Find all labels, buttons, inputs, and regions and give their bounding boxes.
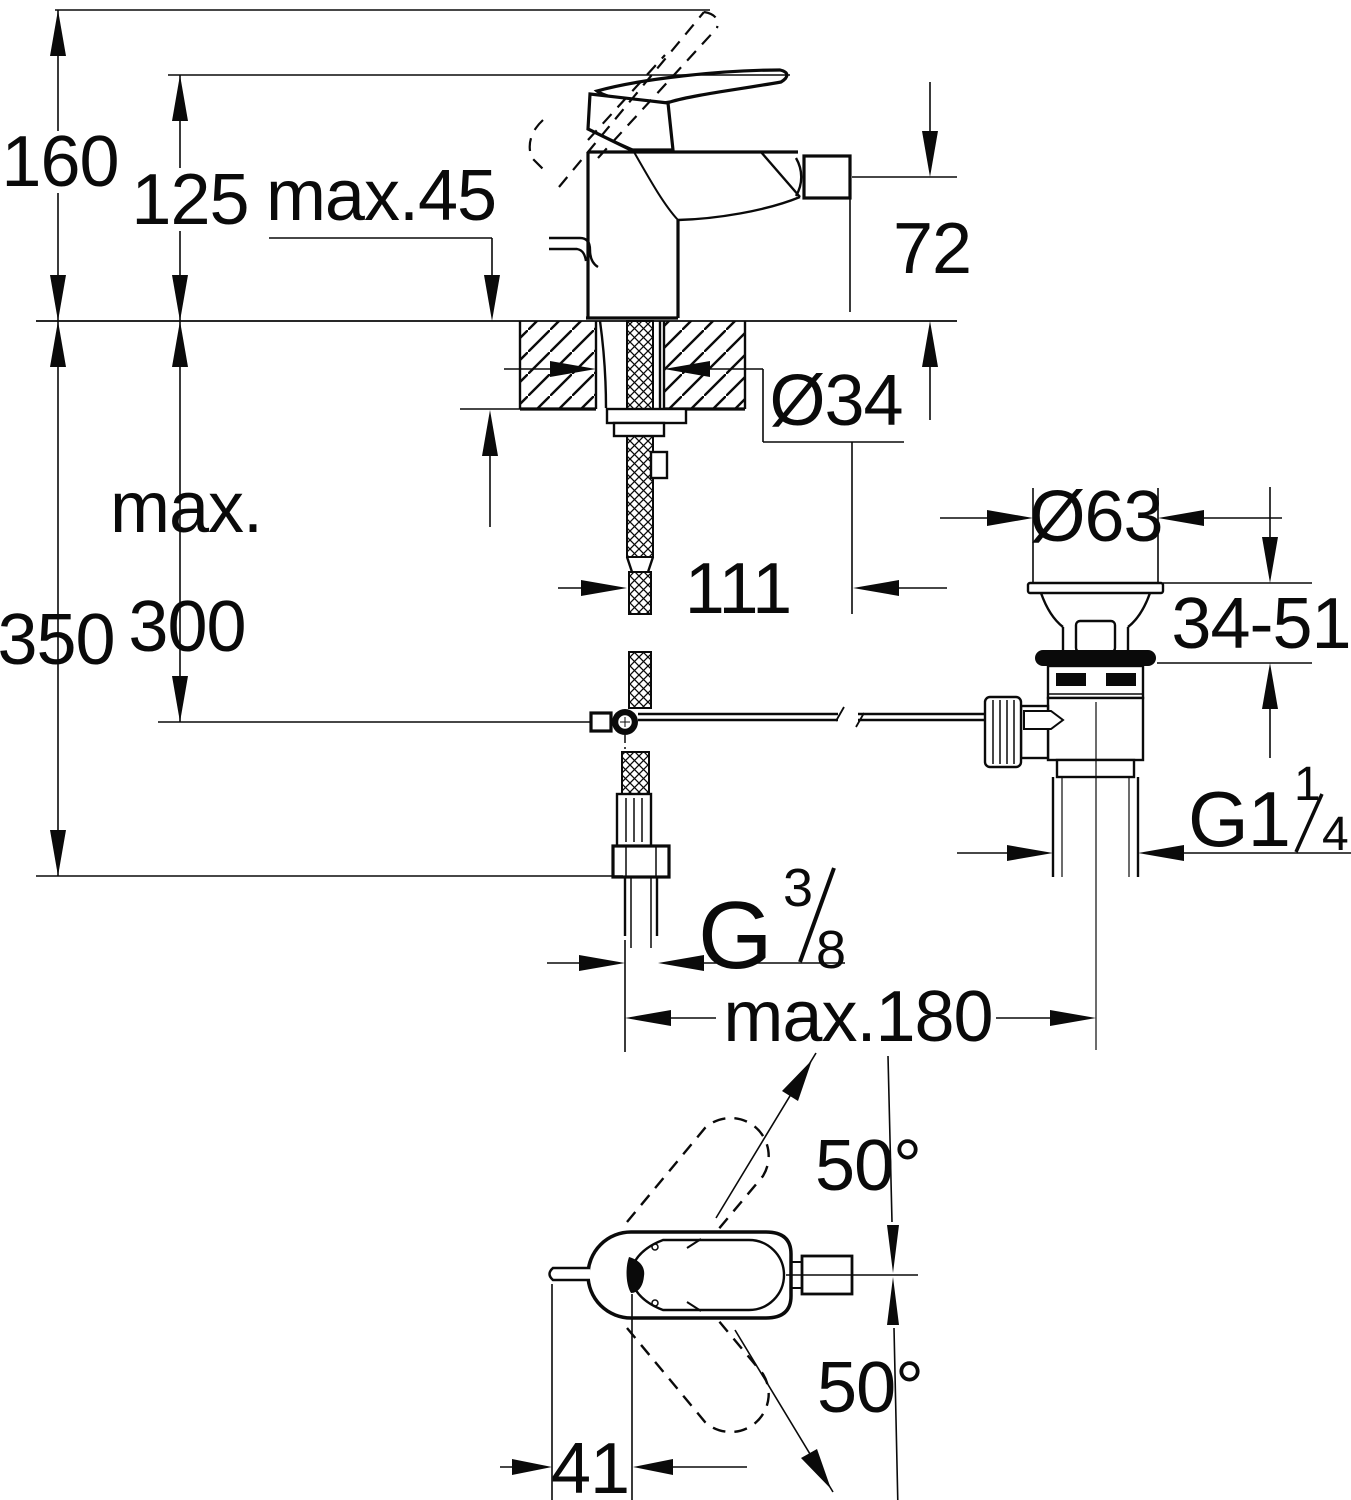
dim-handle-projection-label: 41 bbox=[551, 1429, 629, 1500]
deck-hole-edges bbox=[594, 321, 666, 409]
shank-end-taper bbox=[625, 556, 655, 573]
mounting-nut bbox=[612, 421, 666, 438]
ferrule-ridges bbox=[625, 798, 643, 842]
dim-waste-thread-label: G1 1 4 bbox=[1188, 758, 1349, 863]
ext-lines-handle-projection bbox=[551, 1284, 633, 1500]
waste-thread-sup-text: 1 bbox=[1294, 758, 1320, 811]
flex-hose-mid bbox=[628, 651, 652, 709]
faucet-side-view bbox=[528, 10, 852, 320]
handle-raised-dashed bbox=[528, 10, 719, 188]
dim-hose-max-prefix-label: max. bbox=[110, 468, 262, 548]
threaded-shank bbox=[626, 320, 654, 558]
dim-hole-diameter-label: Ø34 bbox=[769, 361, 902, 441]
dim-hose-max-value-label: 300 bbox=[128, 587, 245, 667]
faucet-plan-view bbox=[548, 1116, 918, 1434]
rod-right-segment bbox=[858, 712, 988, 722]
tee-stub bbox=[589, 711, 613, 733]
tailpipe-inner bbox=[1061, 777, 1130, 877]
deck-edges bbox=[518, 321, 747, 409]
plan-pop-up-rod bbox=[548, 1266, 590, 1282]
supply-thread-sub-text: 8 bbox=[816, 920, 845, 980]
ref-lines-waste-range bbox=[1157, 582, 1312, 664]
supply-thread-sup-text: 3 bbox=[783, 858, 812, 918]
dimension-system: 160 125 max.45 max. 350 300 72 Ø34 111 Ø… bbox=[0, 9, 1351, 1500]
dim-center-distance-label: max.180 bbox=[723, 977, 992, 1057]
flex-hose-upper bbox=[628, 571, 652, 615]
ext-lines-spout-height bbox=[849, 176, 957, 312]
dim-supply-thread-label: G 3 8 bbox=[698, 858, 846, 989]
supply-pipe-inner bbox=[630, 877, 652, 948]
waste-thread-sub-text: 4 bbox=[1322, 808, 1348, 861]
adjuster-knurling bbox=[992, 700, 1015, 764]
dim-supply-height-label: 350 bbox=[0, 600, 115, 680]
spout-face bbox=[760, 151, 801, 198]
handle-swivel-dashed-positions bbox=[626, 1116, 770, 1434]
dim-swivel-upper-label: 50° bbox=[815, 1126, 921, 1206]
dim-waste-diameter-label: Ø63 bbox=[1029, 477, 1162, 557]
spray-outlet bbox=[802, 154, 852, 200]
flex-hose-lower bbox=[621, 751, 650, 795]
waste-slot-left bbox=[1056, 673, 1086, 686]
pop-up-actuator-rod bbox=[638, 706, 988, 728]
leader-deck-thickness bbox=[269, 237, 493, 278]
plan-tick-marks bbox=[686, 1238, 702, 1312]
tailpipe-outer bbox=[1051, 777, 1140, 877]
plan-body-outline bbox=[586, 1230, 793, 1320]
ext-lines-waste-diameter bbox=[1032, 488, 1159, 582]
hose-clip bbox=[649, 450, 669, 480]
dim-spout-height-label: 72 bbox=[893, 209, 971, 289]
tee-screw-slot bbox=[620, 717, 630, 727]
waste-thread-slash bbox=[1294, 793, 1324, 853]
waste-top-lip bbox=[1026, 581, 1165, 595]
pivot-block-line bbox=[588, 129, 635, 151]
aerator-joint-arc bbox=[794, 157, 803, 197]
waste-funnel-taper bbox=[1039, 592, 1152, 628]
dim-waste-range-label: 34-51 bbox=[1171, 584, 1350, 664]
cartridge-mark bbox=[626, 1257, 645, 1293]
waste-lift-knob bbox=[1074, 619, 1117, 654]
dim-body-height-label: 125 bbox=[131, 160, 248, 240]
pop-up-knob bbox=[549, 236, 599, 269]
waste-neck bbox=[1061, 627, 1130, 650]
spout-underside bbox=[677, 195, 801, 222]
supply-pipe-outer bbox=[623, 877, 659, 936]
pop-up-waste-valve bbox=[983, 581, 1165, 1050]
dim-total-height-label: 160 bbox=[1, 122, 118, 202]
hex-nut-facets bbox=[625, 846, 657, 877]
shank-sleeve bbox=[598, 320, 662, 409]
rod-break-right bbox=[855, 712, 865, 728]
waste-seal-ring bbox=[1035, 650, 1156, 666]
rod-clamp bbox=[1023, 710, 1065, 730]
dim-swivel-lower-label: 50° bbox=[817, 1348, 923, 1428]
dim-spout-reach-label: 111 bbox=[685, 549, 791, 629]
mounting-flange bbox=[605, 407, 688, 425]
dim-deck-thickness-label: max.45 bbox=[266, 156, 496, 236]
leader-hole-diameter bbox=[762, 369, 904, 614]
angle-reference-line bbox=[887, 1055, 899, 1500]
plan-screw-top bbox=[651, 1243, 659, 1251]
body-contour-line bbox=[633, 151, 679, 221]
waste-slot-right bbox=[1106, 673, 1136, 686]
rod-left-segment bbox=[638, 712, 838, 722]
supply-shank-and-hose bbox=[589, 320, 688, 948]
waste-thread-main-text: G1 bbox=[1188, 775, 1290, 863]
supply-thread-main-text: G bbox=[698, 882, 772, 989]
supply-thread-slash bbox=[798, 867, 836, 963]
plan-screw-bottom bbox=[651, 1299, 659, 1307]
rod-break-left bbox=[835, 706, 845, 722]
connection-hex-nut bbox=[611, 844, 671, 879]
rod-adjuster-knob bbox=[983, 695, 1023, 769]
